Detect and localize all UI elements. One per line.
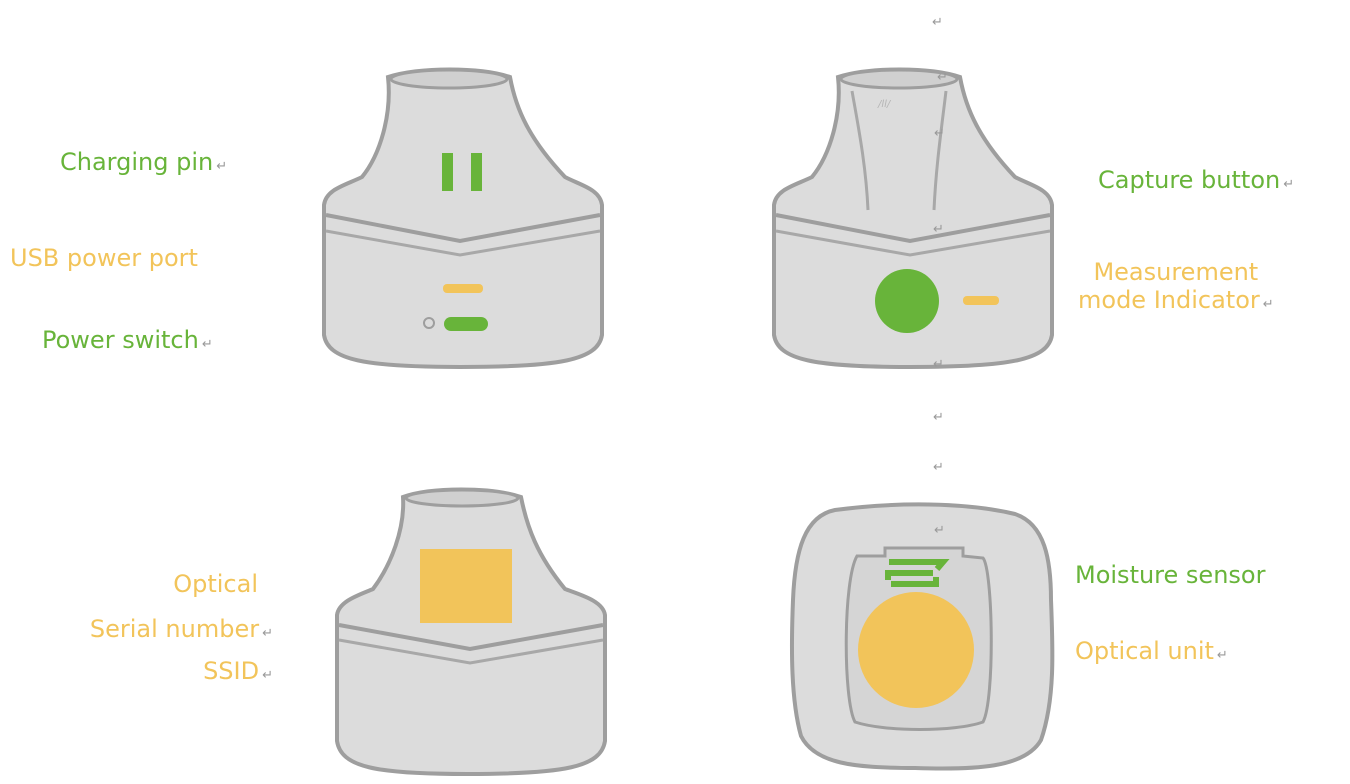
power-switch-label: Power switch↵ [42, 326, 213, 359]
svg-text:/ll/: /ll/ [877, 99, 892, 110]
paragraph-mark: ↵ [934, 523, 945, 538]
charging-pin-left [442, 153, 453, 191]
device-front-view [310, 65, 610, 375]
usb-power-port [443, 284, 483, 293]
capture-button [875, 269, 939, 333]
paragraph-mark: ↵ [933, 410, 944, 425]
paragraph-mark: ↵ [937, 70, 948, 85]
paragraph-mark: ↵ [932, 15, 943, 30]
paragraph-mark: ↵ [933, 460, 944, 475]
optical-unit-label: Optical unit↵ [1075, 637, 1228, 670]
optical-label: Optical [173, 570, 258, 598]
power-switch [444, 317, 488, 331]
capture-button-label: Capture button↵ [1098, 166, 1294, 199]
charging-pin-label: Charging pin↵ [60, 148, 227, 181]
measurement-mode-label: Measurement mode Indicator↵ [1078, 258, 1274, 319]
device-side-view: /ll/ [760, 65, 1060, 375]
serial-number-label-plate [420, 549, 512, 623]
measurement-mode-indicator [963, 296, 999, 305]
device-back-view [325, 485, 615, 777]
paragraph-mark: ↵ [933, 357, 944, 372]
serial-number-label: Serial number↵ [90, 615, 273, 648]
optical-unit [858, 592, 974, 708]
device-bottom-view [785, 500, 1060, 775]
usb-power-port-label: USB power port [10, 244, 198, 272]
paragraph-mark: ↵ [933, 222, 944, 237]
ssid-label: SSID↵ [203, 657, 273, 690]
charging-pin-right [471, 153, 482, 191]
moisture-sensor-label: Moisture sensor [1075, 561, 1265, 589]
paragraph-mark: ↵ [934, 126, 945, 141]
